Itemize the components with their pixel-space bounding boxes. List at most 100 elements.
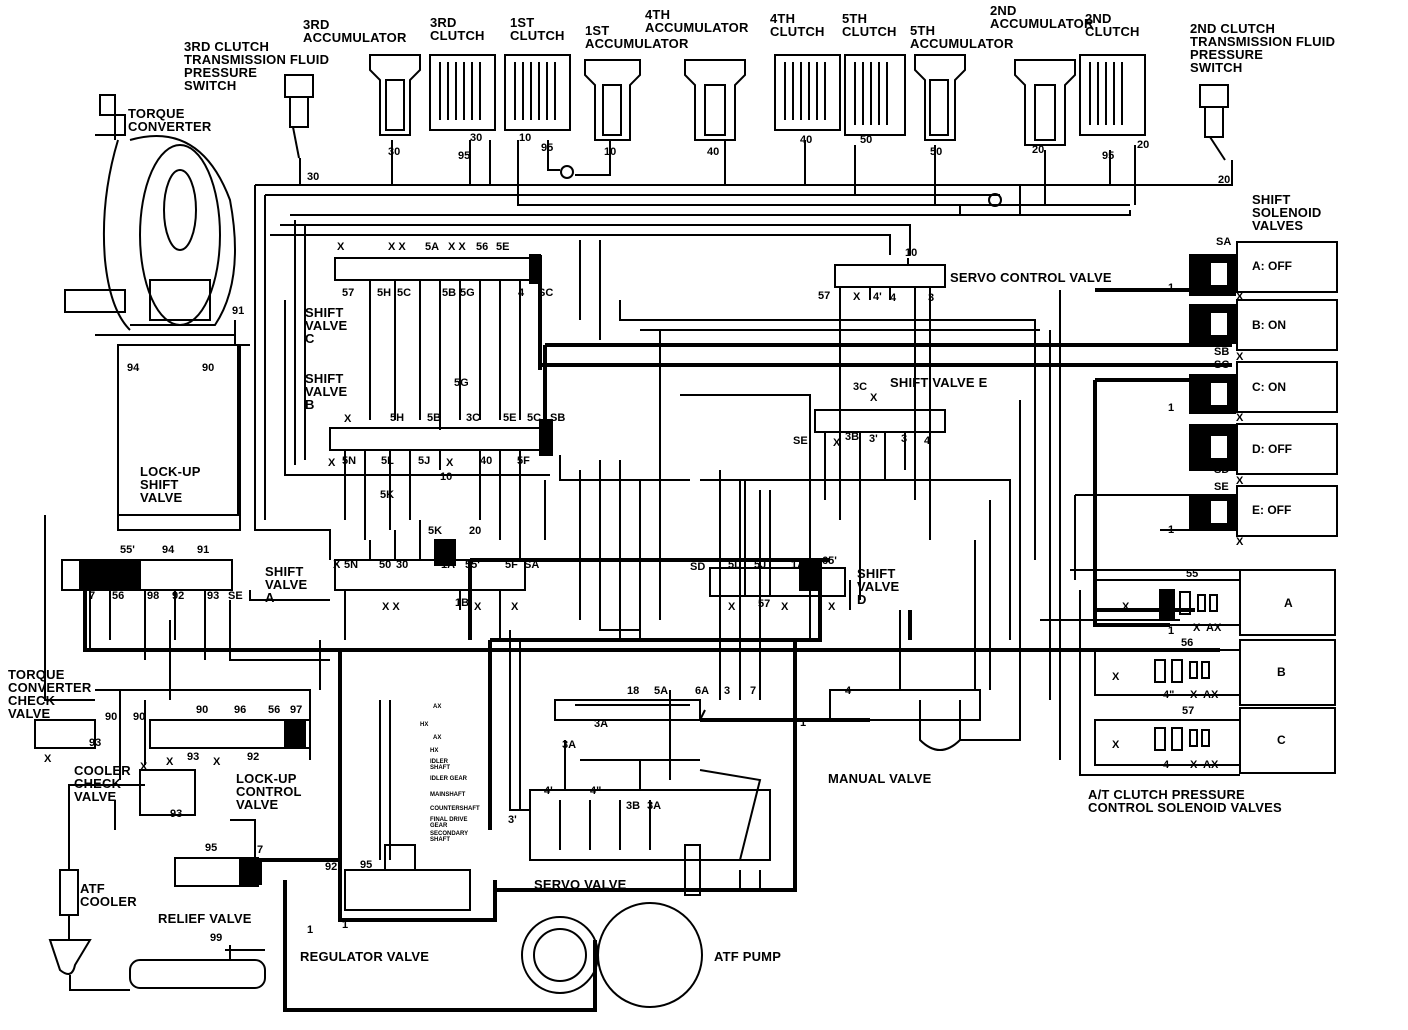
port-label: 1	[307, 924, 314, 936]
port-label: 90	[133, 711, 146, 723]
port-label: SC	[538, 287, 554, 299]
stator-label-10: SECONDARY SHAFT	[430, 831, 469, 843]
port-label: 3'	[869, 433, 878, 445]
port-label: 7	[257, 844, 264, 856]
port-label: 20	[469, 525, 482, 537]
label-tc-check-valve: TORQUE CONVERTER CHECK VALVE	[8, 667, 92, 721]
stator-label-8: COUNTERSHAFT	[430, 806, 480, 812]
port-label: 20	[1032, 144, 1045, 156]
port-label: 50	[860, 134, 873, 146]
port-label: 56	[112, 590, 125, 602]
port-label: 3C	[853, 381, 868, 393]
check-ball-2nd	[988, 193, 1002, 207]
port-label: 5F	[517, 455, 530, 467]
top-components	[284, 54, 1229, 161]
port-label: 56	[268, 704, 281, 716]
relief-cooler	[48, 784, 266, 991]
shift-solenoid-bodies	[1189, 241, 1338, 537]
port-label: 5G	[460, 287, 475, 299]
port-label: 20	[1137, 139, 1150, 151]
label-regulator-valve: REGULATOR VALVE	[300, 949, 430, 964]
port-label: X	[511, 601, 519, 613]
label-1st-clutch: 1ST CLUTCH	[510, 15, 565, 43]
label-3rd-clutch: 3RD CLUTCH	[430, 15, 485, 43]
label-lockup-shift-valve: LOCK-UP SHIFT VALVE	[140, 464, 201, 505]
sol-state-d: D: OFF	[1252, 442, 1292, 456]
sol-state-a: A: OFF	[1252, 259, 1292, 273]
port-label: 5H	[377, 287, 392, 299]
port-label: 93	[187, 751, 200, 763]
port-label: 5L	[381, 455, 394, 467]
port-label: X	[446, 457, 454, 469]
port-label: 5E	[503, 412, 517, 424]
label-servo-valve: SERVO VALVE	[534, 877, 627, 892]
shift-valve-c-body	[334, 254, 541, 430]
port-label: 5L	[728, 559, 741, 571]
sol-state-c: C: ON	[1252, 380, 1286, 394]
port-label: 57	[1182, 705, 1195, 717]
stator-label-4: HX	[430, 748, 439, 754]
servo-control-valve-body	[834, 258, 946, 540]
port-label: X X	[388, 241, 406, 253]
port-label: X	[140, 761, 148, 773]
stator-label-2: HX	[420, 722, 429, 728]
port-label: 96	[234, 704, 247, 716]
label-shift-valve-a: SHIFT VALVE A	[265, 564, 308, 605]
label-atc-solenoid-valves: A/T CLUTCH PRESSURE CONTROL SOLENOID VAL…	[1088, 787, 1282, 815]
port-label: 5H	[390, 412, 405, 424]
port-label: 5K	[428, 525, 443, 537]
port-label: 30	[396, 559, 409, 571]
label-1st-accumulator: 1ST ACCUMULATOR	[585, 23, 689, 51]
port-label: 95	[458, 150, 471, 162]
port-label: X	[1122, 601, 1130, 613]
port-label: 3	[901, 433, 908, 445]
port-label: 56	[476, 241, 489, 253]
port-label: 55	[1186, 568, 1199, 580]
port-label: 5J	[418, 455, 431, 467]
label-shift-valve-d: SHIFT VALVE D	[857, 566, 900, 607]
port-label: X AX	[1193, 622, 1222, 634]
port-label: 97	[290, 704, 303, 716]
port-label: 4	[518, 287, 525, 299]
port-label: 1	[342, 919, 349, 931]
port-label: 1A	[441, 559, 456, 571]
port-label: 30	[307, 171, 320, 183]
port-label: X	[328, 457, 336, 469]
atc-solenoid-bodies	[1059, 569, 1336, 776]
label-relief-valve: RELIEF VALVE	[158, 911, 252, 926]
port-label: 3'	[508, 814, 517, 826]
port-label: 94	[162, 544, 175, 556]
port-label: 5K	[380, 489, 395, 501]
port-label: 55'	[120, 544, 135, 556]
label-5th-clutch: 5TH CLUTCH	[842, 11, 897, 39]
port-label: 10	[905, 247, 918, 259]
sol-port-sd: SD	[1214, 464, 1230, 476]
port-label: 95	[1102, 150, 1115, 162]
sol-port-se: SE	[1214, 481, 1229, 493]
port-label: 5G	[454, 377, 469, 389]
port-label: X	[828, 601, 836, 613]
port-label: 3	[724, 685, 731, 697]
port-label: X	[870, 392, 878, 404]
stator-label-6: IDLER GEAR	[430, 776, 468, 782]
port-label: 55'	[465, 559, 480, 571]
port-label: 4	[845, 685, 852, 697]
port-label: 4	[924, 435, 931, 447]
label-servo-control-valve: SERVO CONTROL VALVE	[950, 270, 1112, 285]
stator-label-3: AX	[433, 735, 442, 741]
port-label: 3A	[562, 739, 577, 751]
port-label: SD	[690, 561, 706, 573]
port-label: 3B	[845, 431, 860, 443]
port-label: 95	[541, 142, 554, 154]
atf-pump-drawing	[521, 902, 703, 1008]
label-shift-solenoid-valves: SHIFT SOLENOID VALVES	[1252, 192, 1322, 233]
port-label: 1	[1168, 402, 1175, 414]
port-label: 10	[519, 132, 532, 144]
shift-valve-e-body	[814, 409, 946, 600]
stator-label-7: MAINSHAFT	[430, 792, 466, 798]
label-shift-valve-b: SHIFT VALVE B	[305, 371, 348, 412]
stator-label-5: IDLER SHAFT	[430, 759, 450, 771]
port-label: 5F	[505, 559, 518, 571]
